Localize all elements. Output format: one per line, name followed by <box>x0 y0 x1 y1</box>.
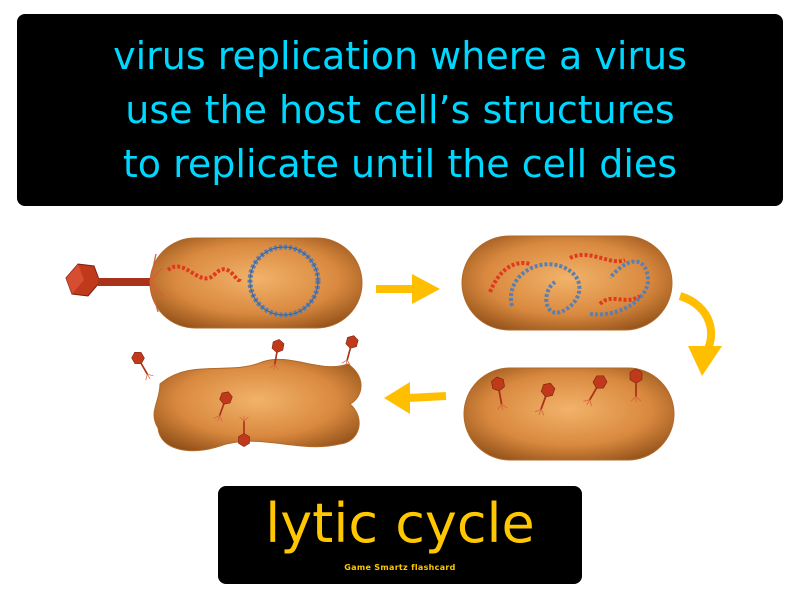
arrow-curved-down-icon <box>678 292 722 376</box>
arrow-left-icon <box>384 382 447 414</box>
bacteriophage-icon <box>65 253 165 313</box>
definition-line-3: to replicate until the cell dies <box>122 142 678 186</box>
bacteriophage-icon <box>339 333 360 368</box>
stage-3-cell <box>463 367 675 461</box>
definition-line-2: use the host cell’s structures <box>125 88 675 132</box>
stage-2-cell <box>461 235 673 331</box>
stage-1-cell <box>149 237 363 329</box>
viral-dna-icon <box>488 261 531 293</box>
viral-dna-icon <box>569 252 626 264</box>
viral-dna-icon <box>166 264 242 283</box>
stage-4-cell <box>129 333 362 452</box>
bacteriophage-icon <box>129 348 156 383</box>
definition-box: virus replication where a virus use the … <box>17 14 783 206</box>
host-dna-icon <box>589 259 651 317</box>
arrow-right-icon <box>376 274 440 304</box>
lytic-cycle-diagram <box>65 235 722 461</box>
viral-dna-icon <box>598 294 642 306</box>
host-dna-icon <box>508 262 582 315</box>
definition-line-1: virus replication where a virus <box>113 34 687 78</box>
brand-label: Game Smartz flashcard <box>344 563 456 572</box>
term-box: lytic cycle Game Smartz flashcard <box>218 486 582 584</box>
host-dna-icon <box>247 244 321 318</box>
term-title: lytic cycle <box>265 492 535 555</box>
